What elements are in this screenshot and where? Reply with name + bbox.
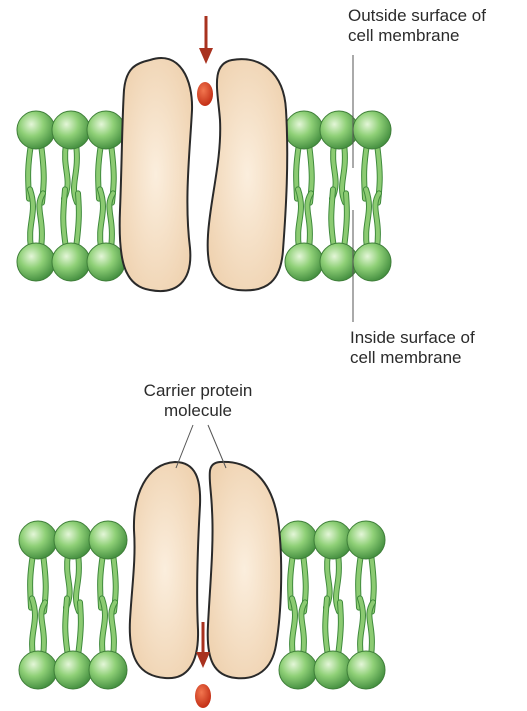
phospholipid-head (347, 521, 385, 559)
lipid-bilayer-left (17, 111, 125, 281)
carrier-protein-label-line2: molecule (128, 401, 268, 421)
inside-surface-label: Inside surface of cell membrane (350, 328, 475, 368)
inside-surface-label-line1: Inside surface of (350, 328, 475, 348)
outside-surface-label-line1: Outside surface of (348, 6, 486, 26)
carrier-protein-right-half (208, 462, 281, 678)
phospholipid-head (89, 651, 127, 689)
phospholipid-head (52, 111, 90, 149)
phospholipid-head (17, 111, 55, 149)
inside-surface-label-line2: cell membrane (350, 348, 475, 368)
lipid-bilayer-right (285, 111, 391, 281)
phospholipid-head (54, 521, 92, 559)
phospholipid-head (320, 243, 358, 281)
carrier-protein-right-half (208, 59, 288, 290)
lipid-bilayer-left (19, 521, 127, 689)
phospholipid-head (320, 111, 358, 149)
outside-surface-label: Outside surface of cell membrane (348, 6, 486, 46)
phospholipid-head (279, 521, 317, 559)
phospholipid-head (19, 651, 57, 689)
phospholipid-head (89, 521, 127, 559)
membrane-top (17, 16, 391, 322)
phospholipid-head (279, 651, 317, 689)
phospholipid-head (87, 243, 125, 281)
transported-molecule-icon (197, 82, 213, 106)
phospholipid-head (87, 111, 125, 149)
outside-surface-label-line2: cell membrane (348, 26, 486, 46)
membrane-bottom (19, 425, 385, 708)
phospholipid-head (314, 651, 352, 689)
phospholipid-head (353, 243, 391, 281)
carrier-protein-left-half (120, 58, 192, 291)
carrier-leader-line-left (176, 425, 193, 468)
phospholipid-head (54, 651, 92, 689)
lipid-bilayer-right (279, 521, 385, 689)
down-arrow-icon (199, 16, 213, 64)
phospholipid-head (314, 521, 352, 559)
phospholipid-head (285, 243, 323, 281)
phospholipid-head (52, 243, 90, 281)
phospholipid-head (17, 243, 55, 281)
phospholipid-head (19, 521, 57, 559)
carrier-protein-label: Carrier protein molecule (128, 381, 268, 421)
phospholipid-head (285, 111, 323, 149)
transported-molecule-icon (195, 684, 211, 708)
phospholipid-head (347, 651, 385, 689)
phospholipid-head (353, 111, 391, 149)
carrier-protein-label-line1: Carrier protein (128, 381, 268, 401)
carrier-protein-left-half (130, 462, 200, 678)
